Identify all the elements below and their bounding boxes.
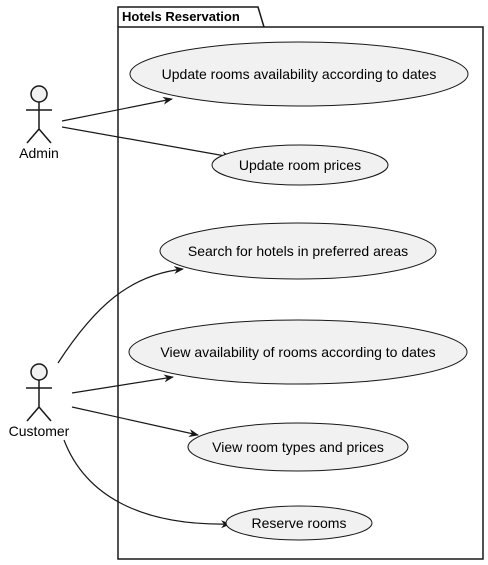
use-case-label: View room types and prices <box>212 439 384 455</box>
actor-admin-label: Admin <box>19 145 59 161</box>
use-case-ellipse <box>129 41 469 107</box>
use-case-view-availability: View availability of rooms according to … <box>128 319 468 385</box>
use-case-ellipse <box>128 319 468 385</box>
package-body <box>117 26 484 560</box>
actor-admin: Admin <box>19 85 59 161</box>
use-case-ellipse <box>159 222 437 280</box>
use-case-ellipse <box>187 422 409 472</box>
use-case-update-rooms-availability: Update rooms availability according to d… <box>129 41 469 107</box>
actor-customer-body <box>26 380 52 422</box>
use-case-label: Reserve rooms <box>252 515 347 531</box>
associations <box>57 96 232 529</box>
use-case-update-room-prices: Update room prices <box>211 144 389 186</box>
package-tab <box>117 6 265 28</box>
use-case-label: Update room prices <box>239 157 361 173</box>
association-admin-update-prices <box>61 126 232 160</box>
use-case-label: View availability of rooms according to … <box>160 344 435 360</box>
association-customer-search-hotels <box>57 266 184 364</box>
use-case-ellipse <box>211 144 389 186</box>
actor-customer-label: Customer <box>9 423 70 439</box>
use-case-label: Update rooms availability according to d… <box>162 66 437 82</box>
use-case-label: Search for hotels in preferred areas <box>188 243 408 259</box>
association-customer-view-room-types <box>71 406 199 437</box>
use-case-search-hotels: Search for hotels in preferred areas <box>159 222 437 280</box>
association-customer-reserve-rooms <box>63 439 231 529</box>
actor-customer: Customer <box>9 363 70 439</box>
package-title: Hotels Reservation <box>122 9 240 24</box>
actor-customer-head <box>30 363 48 381</box>
use-case-view-room-types: View room types and prices <box>187 422 409 472</box>
association-admin-update-availability <box>61 96 173 122</box>
use-case-reserve-rooms: Reserve rooms <box>225 505 373 541</box>
association-customer-view-availability <box>71 374 174 394</box>
actor-admin-head <box>30 85 48 103</box>
actor-admin-body <box>26 102 52 144</box>
use-case-ellipse <box>225 505 373 541</box>
